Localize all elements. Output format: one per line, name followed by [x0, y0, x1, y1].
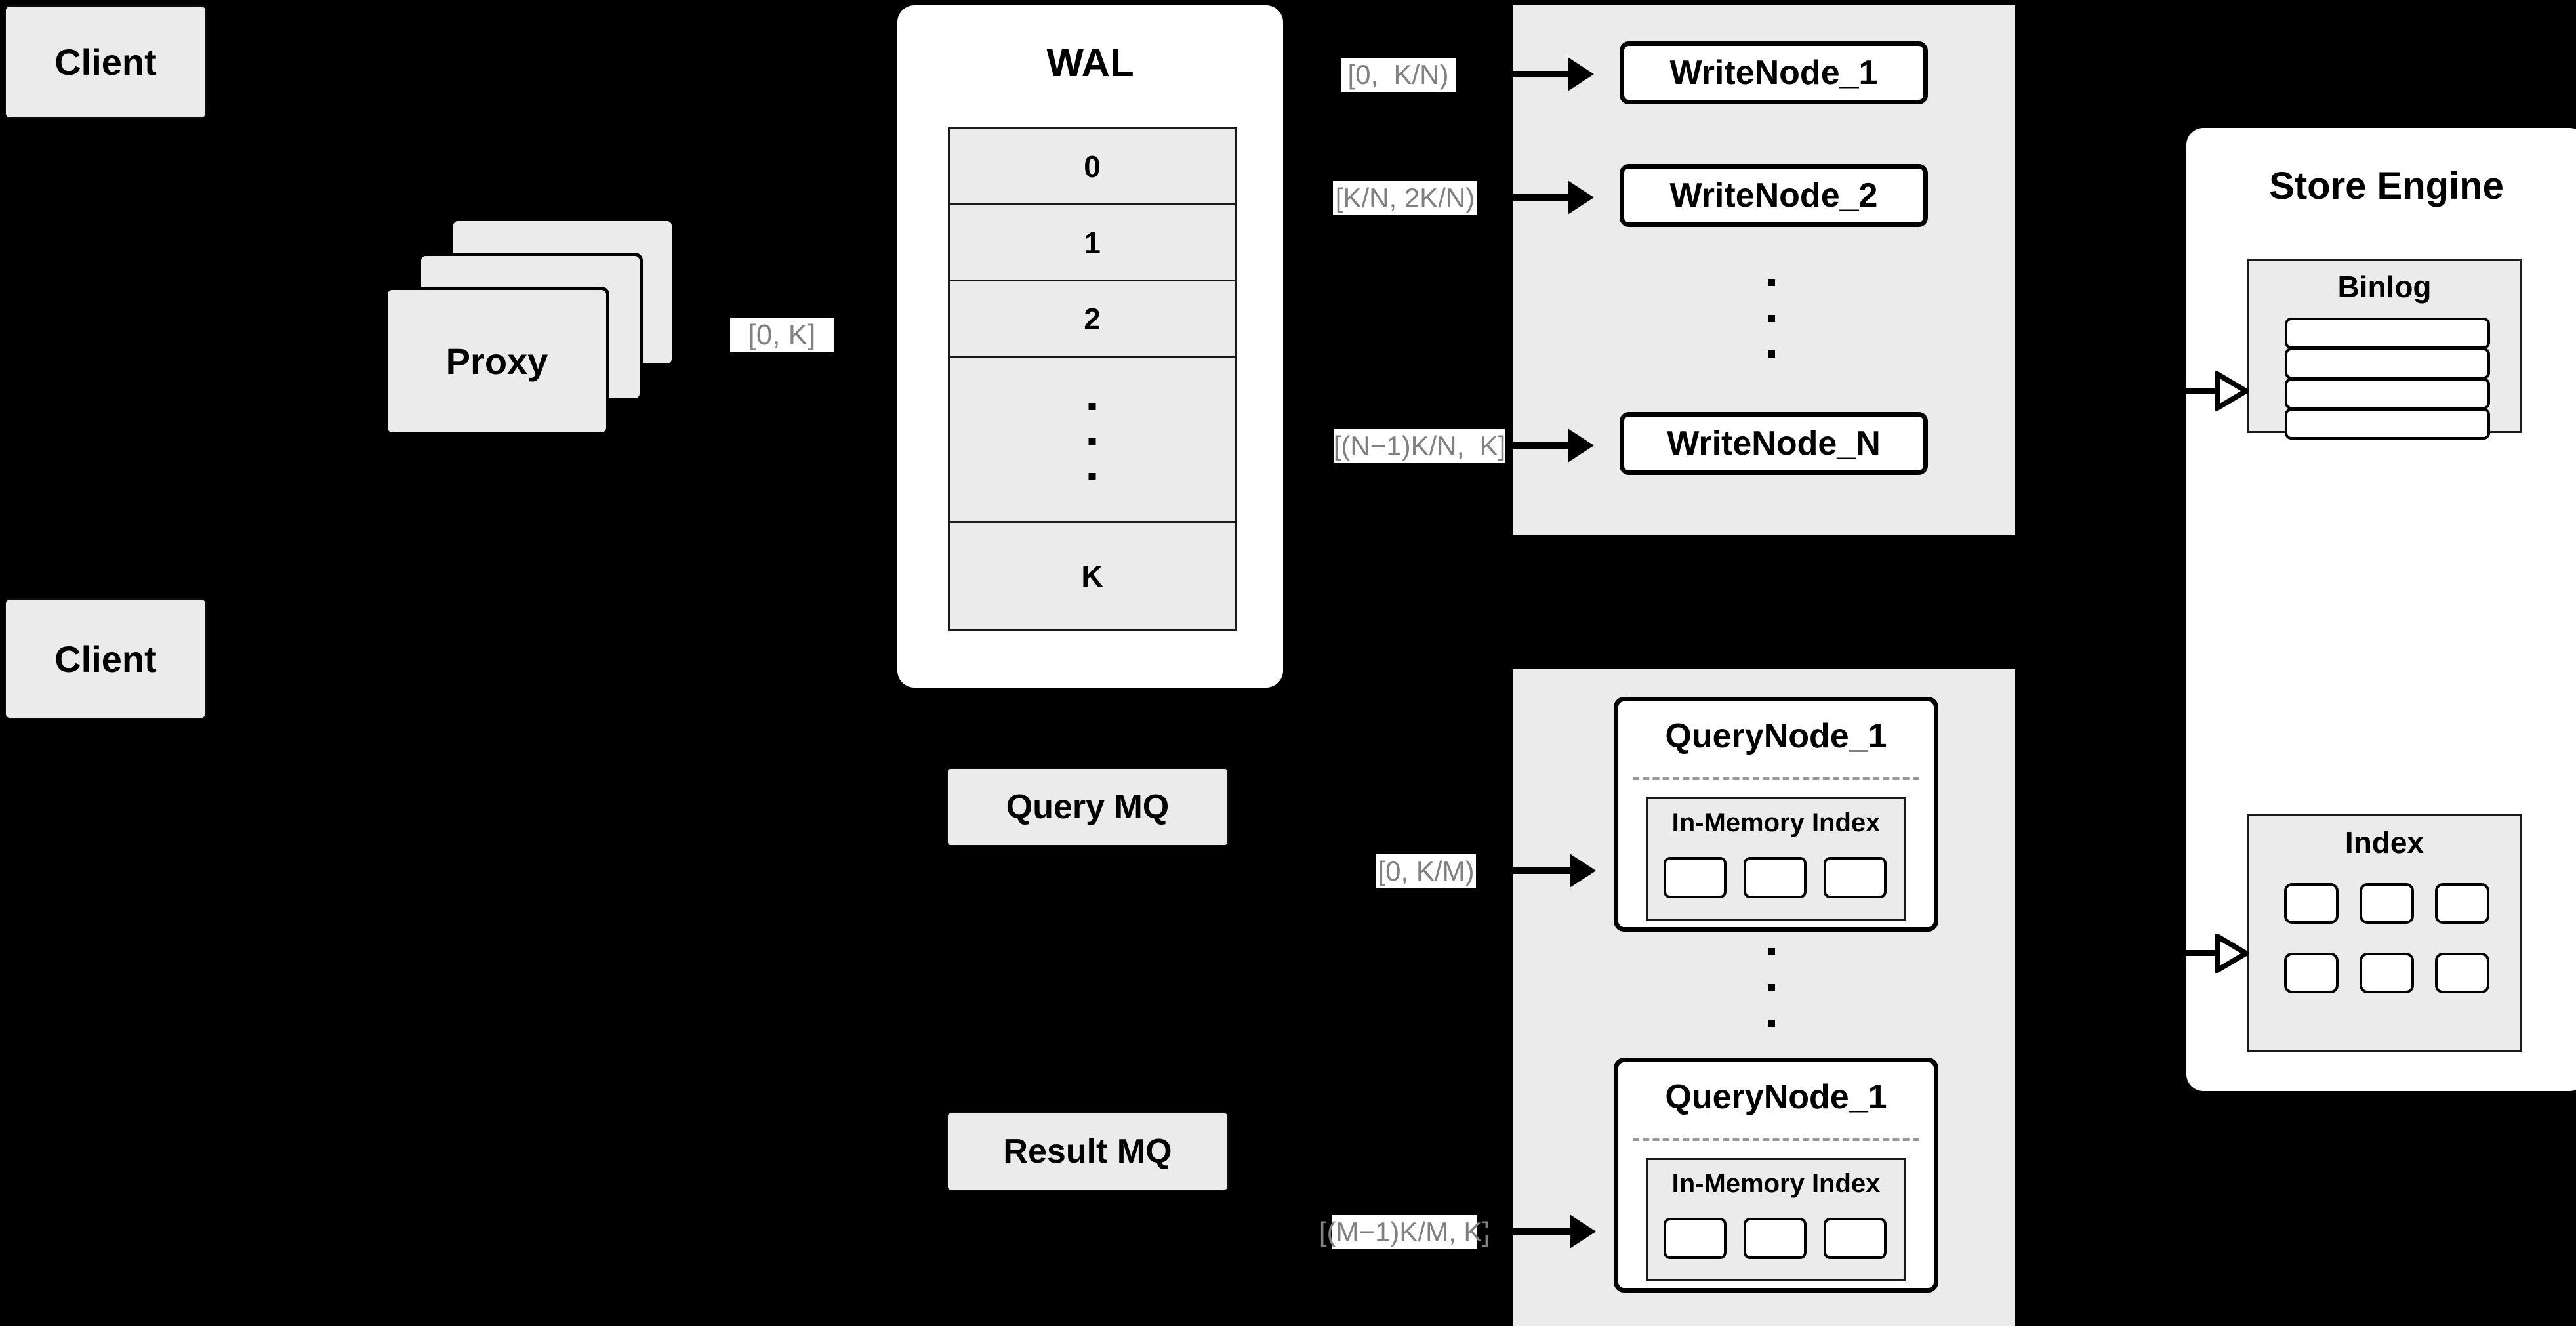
query-node-2-range-text: [(M−1)K/M, K]: [1319, 1216, 1490, 1247]
query-node-1-arrow-head-icon: [1570, 854, 1596, 888]
wal-title: WAL: [1046, 41, 1134, 85]
query-node-1[interactable]: QueryNode_1 In-Memory Index: [1614, 697, 1938, 932]
write-node-n-arrow-line: [1507, 442, 1568, 449]
query-node-2-label: QueryNode_1: [1665, 1078, 1887, 1116]
wal-row-k-label: K: [1081, 558, 1103, 593]
query-node-2-index-segment: [1744, 1218, 1807, 1259]
query-node-1-index-segment: [1744, 857, 1807, 898]
binlog-box: Binlog: [2247, 259, 2522, 440]
wal-row-0: 0: [950, 129, 1235, 206]
write-node-1-arrow-head-icon: [1568, 57, 1594, 91]
write-node-1-arrow-line: [1467, 71, 1568, 77]
query-node-2-arrow-line: [1479, 1228, 1570, 1235]
query-node-2-index-segment: [1664, 1218, 1727, 1259]
wal-row-ellipsis: [950, 358, 1235, 523]
write-node-n-range-label: [(N−1)K/N, K]: [1334, 429, 1505, 463]
query-node-1-separator: [1633, 777, 1919, 780]
query-node-2-index-title: In-Memory Index: [1671, 1169, 1881, 1198]
query-mq-label: Query MQ: [1006, 788, 1170, 826]
wal-row-k: K: [950, 523, 1235, 629]
write-node-1-label: WriteNode_1: [1669, 54, 1878, 92]
write-node-2[interactable]: WriteNode_2: [1620, 164, 1928, 227]
index-box: Index: [2247, 814, 2522, 1052]
query-node-1-index-title: In-Memory Index: [1671, 808, 1881, 837]
binlog-inbound-arrow-line: [2186, 388, 2217, 394]
wal-row-0-label: 0: [1084, 149, 1101, 184]
index-cell: [2435, 953, 2489, 993]
client-node-1[interactable]: Client: [5, 5, 207, 119]
write-cluster-vertical-ellipsis-icon: [1768, 279, 1775, 358]
proxy-out-range-text: [0, K]: [748, 319, 816, 351]
query-node-2-index-segment: [1824, 1218, 1887, 1259]
binlog-row: [2285, 408, 2490, 440]
query-mq-node[interactable]: Query MQ: [947, 768, 1229, 846]
wal-row-1-label: 1: [1084, 225, 1101, 260]
store-engine-title: Store Engine: [2269, 165, 2504, 207]
write-node-n[interactable]: WriteNode_N: [1620, 412, 1928, 475]
write-node-2-arrow-line: [1479, 194, 1568, 201]
wal-row-2-label: 2: [1084, 301, 1101, 336]
write-node-1-range-label: [0, K/N): [1341, 58, 1456, 92]
index-cell: [2360, 883, 2414, 924]
query-cluster-vertical-ellipsis-icon: [1768, 948, 1775, 1027]
wal-row-1: 1: [950, 205, 1235, 282]
query-node-1-index-segment: [1664, 857, 1727, 898]
query-node-2-separator: [1633, 1138, 1919, 1141]
write-node-n-arrow-head-icon: [1568, 428, 1594, 463]
index-inbound-arrow-head-icon: [2215, 934, 2249, 973]
result-mq-node[interactable]: Result MQ: [947, 1112, 1229, 1191]
client-node-1-label: Client: [54, 41, 157, 83]
write-node-1[interactable]: WriteNode_1: [1620, 41, 1928, 104]
proxy-node[interactable]: Proxy: [384, 287, 609, 436]
wal-vertical-ellipsis-icon: [1088, 402, 1096, 480]
binlog-row: [2285, 348, 2490, 379]
write-node-1-range-text: [0, K/N): [1347, 59, 1449, 90]
write-node-2-label: WriteNode_2: [1669, 176, 1878, 215]
binlog-row: [2285, 378, 2490, 409]
query-node-1-in-memory-index: In-Memory Index: [1646, 797, 1906, 921]
query-node-2-range-label: [(M−1)K/M, K]: [1319, 1215, 1490, 1249]
index-cell: [2360, 953, 2414, 993]
result-mq-label: Result MQ: [1003, 1132, 1172, 1171]
query-node-2[interactable]: QueryNode_1 In-Memory Index: [1614, 1058, 1938, 1293]
query-node-1-range-text: [0, K/M): [1378, 856, 1475, 886]
index-cell: [2435, 883, 2489, 924]
wal-panel: WAL 0 1 2 K: [897, 5, 1283, 688]
proxy-label: Proxy: [445, 341, 548, 382]
write-node-2-range-text: [K/N, 2K/N): [1335, 182, 1475, 213]
query-node-1-index-segment: [1824, 857, 1887, 898]
query-node-2-in-memory-index: In-Memory Index: [1646, 1158, 1906, 1281]
write-node-n-range-text: [(N−1)K/N, K]: [1333, 430, 1506, 461]
query-node-1-label: QueryNode_1: [1665, 717, 1887, 755]
write-node-2-range-label: [K/N, 2K/N): [1333, 181, 1477, 215]
write-node-2-arrow-head-icon: [1568, 180, 1594, 215]
binlog-title: Binlog: [2337, 270, 2432, 304]
binlog-row: [2285, 318, 2490, 349]
write-node-n-label: WriteNode_N: [1667, 425, 1881, 463]
query-node-2-arrow-head-icon: [1570, 1214, 1596, 1249]
index-title: Index: [2344, 825, 2424, 860]
query-node-1-range-label: [0, K/M): [1376, 854, 1476, 888]
store-engine-panel: Store Engine Binlog Index: [2186, 128, 2576, 1091]
index-inbound-arrow-line: [2186, 950, 2217, 956]
wal-table: 0 1 2 K: [948, 127, 1237, 631]
index-cell: [2284, 883, 2339, 924]
query-node-1-arrow-line: [1478, 867, 1570, 874]
index-cell: [2284, 953, 2339, 993]
wal-row-2: 2: [950, 281, 1235, 358]
client-node-2[interactable]: Client: [5, 598, 207, 719]
client-node-2-label: Client: [54, 638, 157, 680]
proxy-out-range-label: [0, K]: [730, 318, 834, 352]
binlog-inbound-arrow-head-icon: [2215, 371, 2249, 411]
